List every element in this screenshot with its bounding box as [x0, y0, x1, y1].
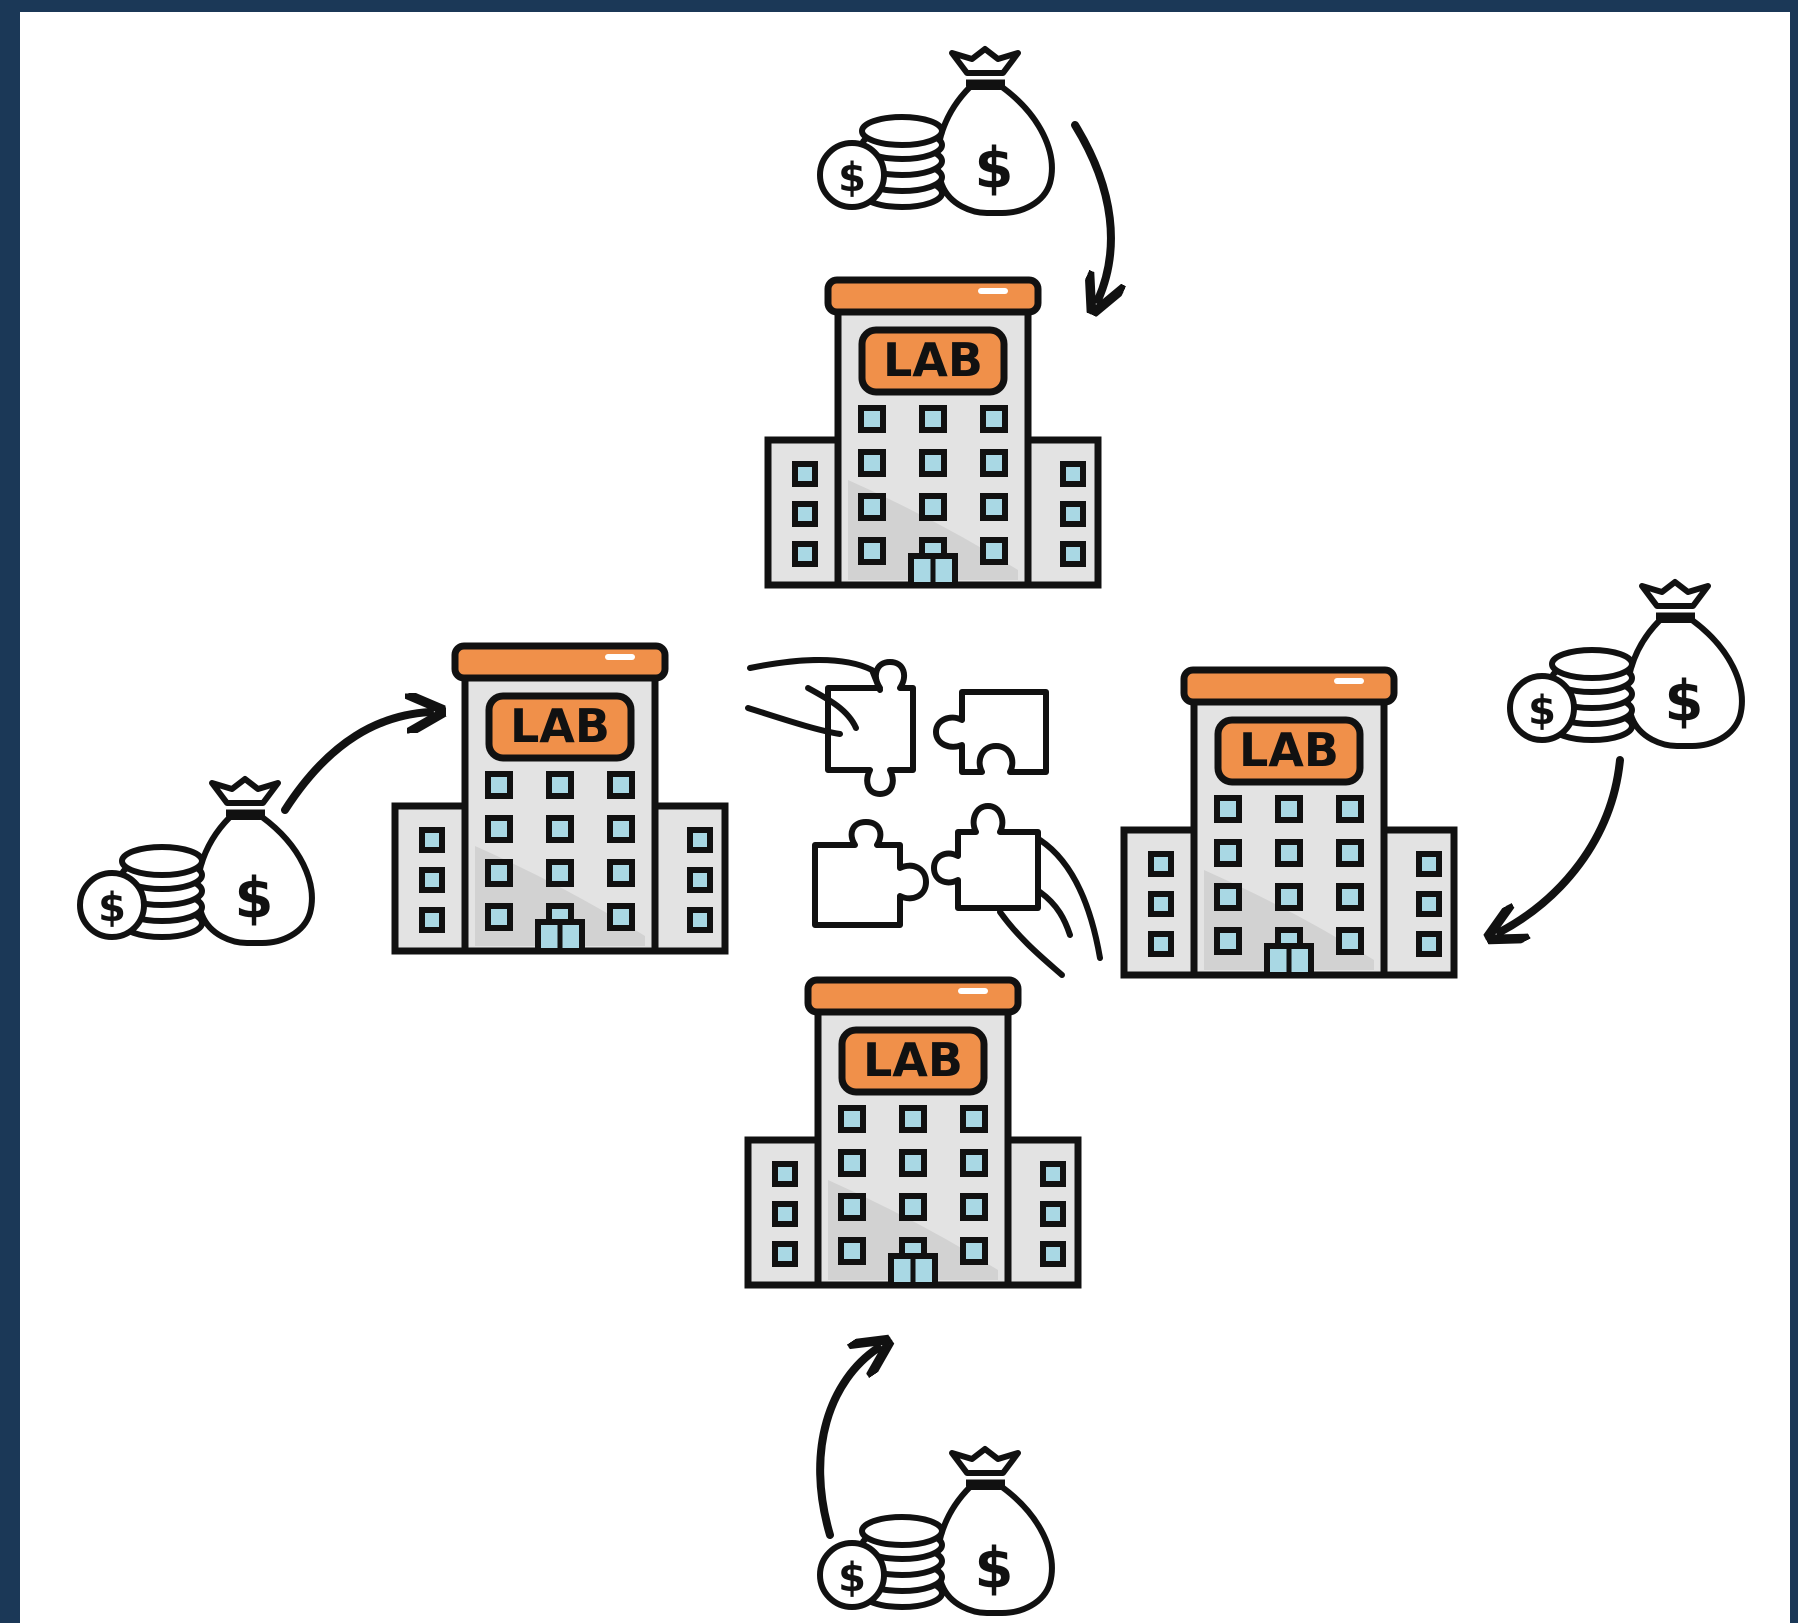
dollar-symbol: $	[975, 136, 1014, 201]
lab-sign-label: LAB	[883, 333, 983, 387]
lab-sign-label: LAB	[1239, 723, 1339, 777]
lab-building-icon: LAB	[1124, 670, 1454, 975]
puzzle-pieces-hands-icon	[745, 657, 1103, 978]
lab-building-icon: LAB	[395, 646, 725, 951]
dollar-symbol: $	[98, 885, 126, 931]
frame-panel	[20, 12, 1790, 1623]
money-bag-coins-icon: $ $	[820, 49, 1052, 213]
lab-sign-label: LAB	[510, 699, 610, 753]
money-bag-coins-icon: $ $	[80, 779, 312, 943]
lab-sign-label: LAB	[863, 1033, 963, 1087]
money-bag-coins-icon: $ $	[1510, 582, 1742, 746]
money-bag-coins-icon: $ $	[820, 1449, 1052, 1613]
lab-building-icon: LAB	[768, 280, 1098, 585]
funding-arrow	[1071, 121, 1111, 300]
dollar-symbol: $	[975, 1536, 1014, 1601]
funding-arrow	[281, 712, 430, 814]
dollar-symbol: $	[838, 155, 866, 201]
dollar-symbol: $	[235, 866, 274, 931]
dollar-symbol: $	[838, 1555, 866, 1601]
lab-building-icon: LAB	[748, 980, 1078, 1285]
funding-arrow	[816, 1348, 878, 1539]
dollar-symbol: $	[1665, 669, 1704, 734]
dollar-symbol: $	[1528, 688, 1556, 734]
funding-arrow	[1500, 756, 1624, 932]
